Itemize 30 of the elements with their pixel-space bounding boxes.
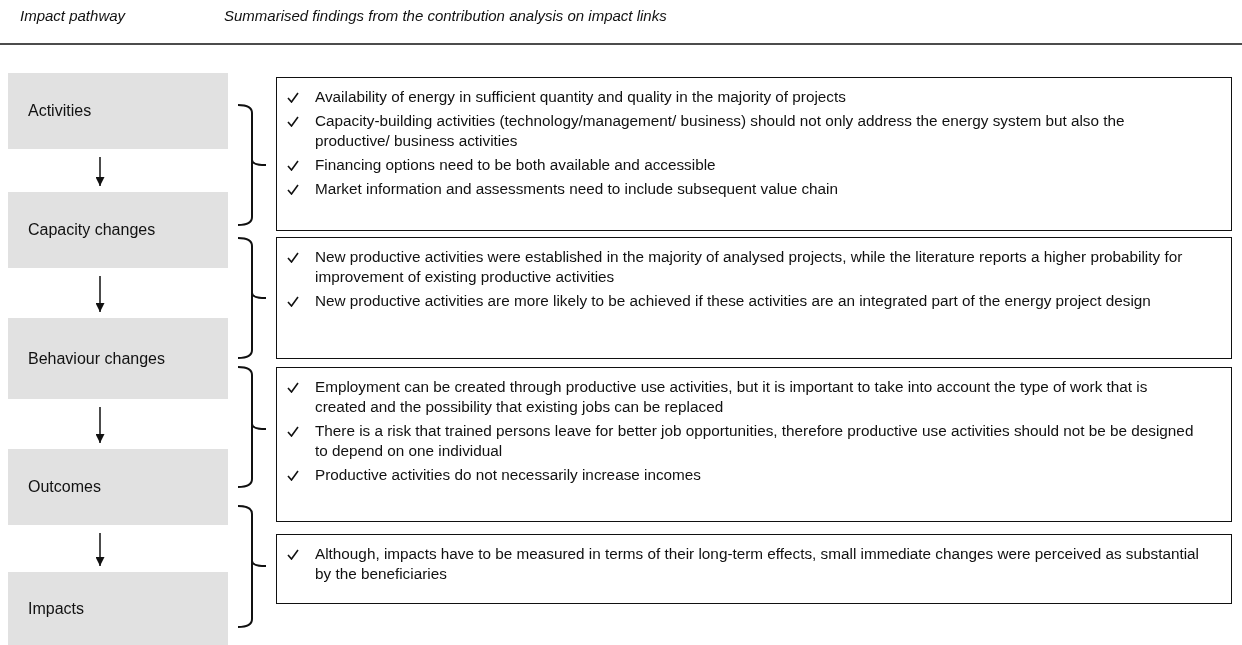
stage-box — [8, 572, 228, 645]
finding-text: Capacity-building activities (technology/management/ business) should not only address the energy system but also the productive/ business activities — [315, 111, 1126, 151]
finding-text: There is a risk that trained persons leave for better job opportunities, therefore productive use activities should not be be designed to depend on one individual — [315, 421, 1195, 461]
arrow — [95, 275, 105, 313]
finding-text: New productive activities were established in the majority of analysed projects, while the literature reports a higher probability for improvement of existing productive activities — [315, 247, 1184, 287]
finding-text: Availability of energy in sufficient quantity and quality in the majority of projects — [315, 87, 846, 107]
finding-text: Financing options need to be both available and accessible — [315, 155, 716, 175]
stage-label: Behaviour changes — [28, 349, 165, 368]
stage-label: Outcomes — [28, 478, 101, 496]
stage-box — [8, 449, 228, 525]
findings-box — [276, 534, 1232, 604]
finding-text: Productive activities do not necessarily increase incomes — [315, 465, 701, 485]
column-heading: Impact pathway — [20, 7, 126, 24]
stage-box — [8, 192, 228, 268]
stage-label: Activities — [28, 102, 92, 120]
arrow — [95, 532, 105, 567]
finding-text: Employment can be created through productive use activities, but it is important to take into account the type of work that is created and the possibility that existing jobs can be replaced — [315, 377, 1149, 417]
arrow — [95, 156, 105, 187]
stage-label: Impacts — [28, 599, 84, 618]
arrow — [95, 406, 105, 444]
finding-text: Although, impacts have to be measured in terms of their long-term effects, small immediate changes were perceived as substantial by the beneficiaries — [315, 544, 1200, 584]
findings-box — [276, 367, 1232, 522]
finding-text: New productive activities are more likely to be achieved if these activities are an integrated part of the energy project design — [315, 291, 1151, 311]
stage-label: Capacity changes — [28, 221, 156, 239]
stage-box — [8, 318, 228, 399]
stage-box — [8, 73, 228, 149]
column-heading: Summarised findings from the contribution analysis on impact links — [224, 7, 667, 24]
findings-box — [276, 77, 1232, 231]
finding-text: Market information and assessments need to include subsequent value chain — [315, 179, 838, 199]
findings-box — [276, 237, 1232, 359]
